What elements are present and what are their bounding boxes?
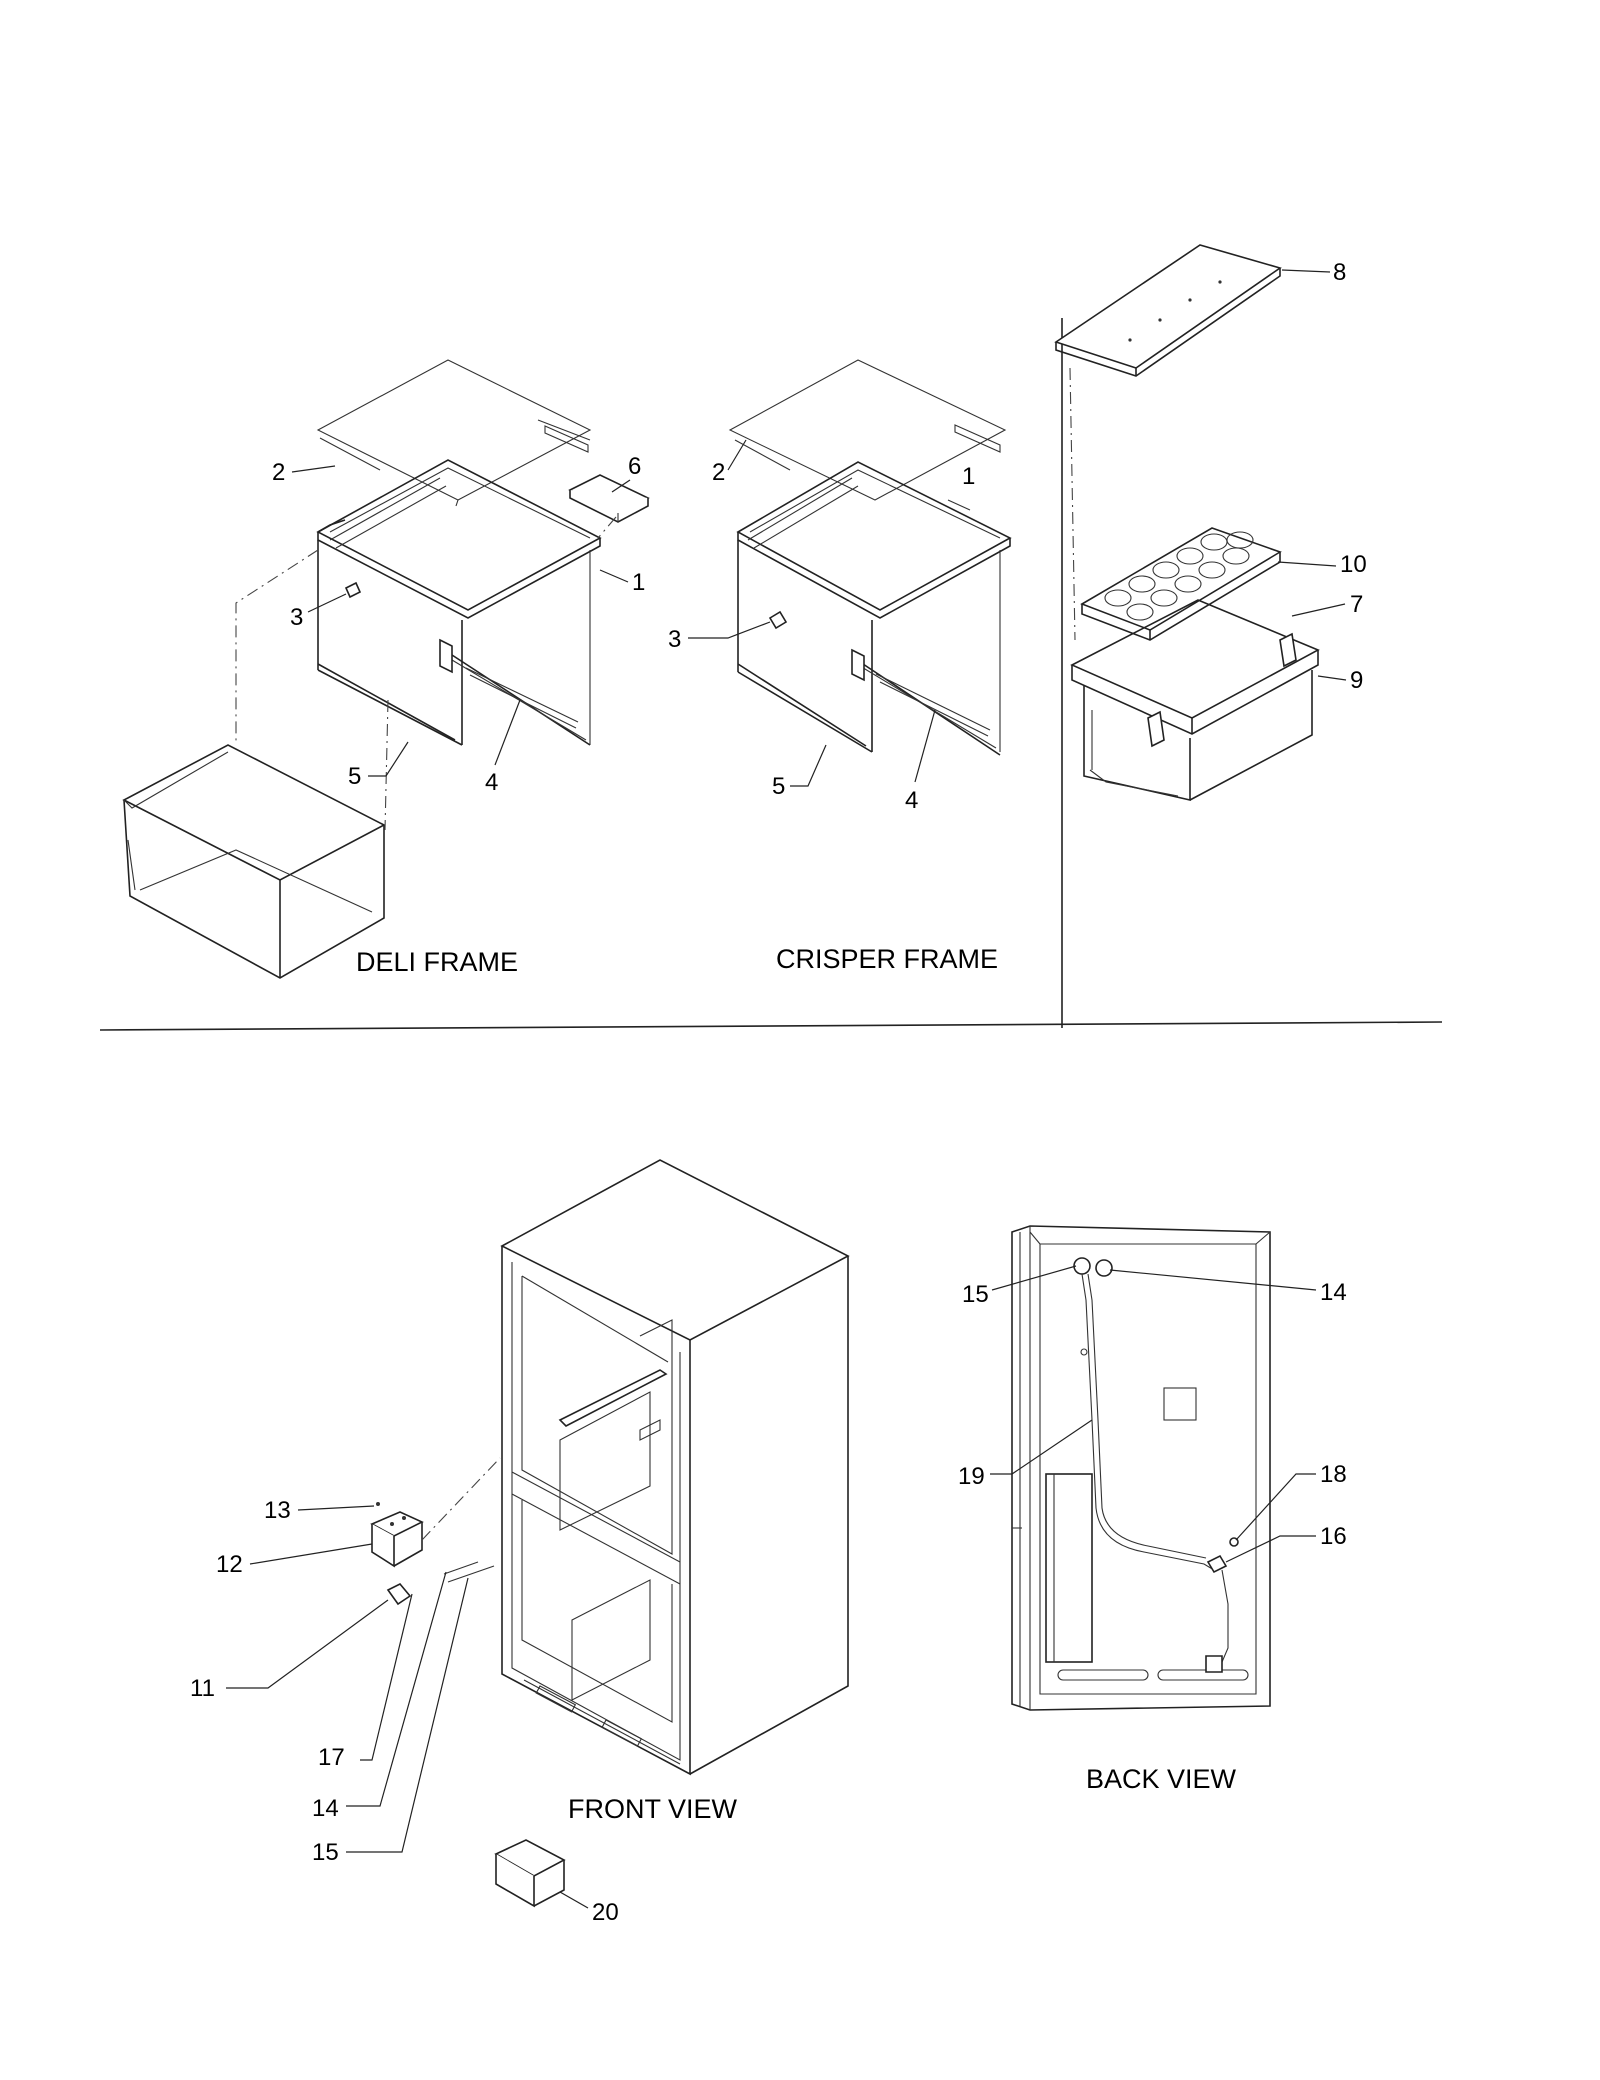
crisper-cover-glass <box>728 359 1007 501</box>
sensor-lead <box>447 1565 495 1583</box>
refrigerator-cabinet-back <box>1011 1225 1271 1711</box>
callout-4: 4 <box>485 769 498 796</box>
caption-front-view: FRONT VIEW <box>568 1794 738 1824</box>
refrigerator-cabinet-front <box>500 1159 850 1776</box>
callout-2: 2 <box>712 459 725 486</box>
callout-18: 18 <box>1320 1461 1347 1488</box>
shelf-part-8 <box>1054 244 1282 377</box>
callout-13: 13 <box>264 1497 291 1524</box>
callout-10: 10 <box>1340 551 1367 578</box>
egg-tray-part-10 <box>1080 527 1282 641</box>
caption-crisper-frame: CRISPER FRAME <box>776 944 998 974</box>
callout-15: 15 <box>962 1281 989 1308</box>
callout-20: 20 <box>592 1899 619 1926</box>
callout-8: 8 <box>1333 259 1346 286</box>
section-separators <box>99 318 1443 1031</box>
callout-1: 1 <box>962 463 975 490</box>
callout-9: 9 <box>1350 667 1363 694</box>
deli-frame-top <box>316 459 602 619</box>
deli-frame-assembly: 2 6 1 3 5 4 DELI FRAME <box>122 359 650 979</box>
callout-17: 17 <box>318 1744 345 1771</box>
callout-5: 5 <box>348 763 361 790</box>
caption-back-view: BACK VIEW <box>1086 1764 1237 1794</box>
callout-11: 11 <box>190 1675 215 1702</box>
callout-3: 3 <box>290 604 303 631</box>
deli-cover-glass <box>316 359 592 507</box>
egg-callouts: 8 10 7 9 <box>1277 259 1367 694</box>
callout-12: 12 <box>216 1551 243 1578</box>
callout-15: 15 <box>312 1839 339 1866</box>
crisper-callouts: 2 1 3 5 4 <box>668 439 975 814</box>
crisper-frame-top <box>736 461 1012 619</box>
egg-bin-assembly: 8 10 7 9 <box>1054 244 1367 802</box>
caption-deli-frame: DELI FRAME <box>356 947 518 977</box>
callout-14: 14 <box>312 1795 339 1822</box>
back-view-assembly: 15 14 19 18 16 BACK VIEW <box>958 1225 1347 1794</box>
front-phantom-line <box>421 1457 501 1541</box>
callout-16: 16 <box>1320 1523 1347 1550</box>
deli-callouts: 2 6 1 3 5 4 <box>272 453 645 796</box>
callout-19: 19 <box>958 1463 985 1490</box>
egg-phantom-line <box>1069 367 1076 641</box>
package-part-20 <box>494 1839 566 1908</box>
back-callouts: 15 14 19 18 16 <box>958 1265 1347 1563</box>
thermostat-bracket-part-12 <box>370 1502 424 1606</box>
deli-phantom-line <box>235 549 319 745</box>
deli-phantom-line <box>597 516 617 539</box>
egg-bin-part-9 <box>1070 599 1320 802</box>
deli-trim-part-6 <box>568 474 650 523</box>
front-view-assembly: 13 12 11 17 14 15 FRONT VIEW 20 <box>190 1159 850 1926</box>
callout-3: 3 <box>668 626 681 653</box>
crisper-frame-assembly: 2 1 3 5 4 CRISPER FRAME <box>668 359 1012 974</box>
deli-phantom-line <box>384 699 389 831</box>
deli-frame-sides <box>317 540 591 746</box>
callout-2: 2 <box>272 459 285 486</box>
crisper-frame-sides <box>737 540 1001 756</box>
callout-1: 1 <box>632 569 645 596</box>
front-callouts: 13 12 11 17 14 15 <box>190 1497 469 1866</box>
deli-drawer <box>122 744 386 979</box>
callout-7: 7 <box>1350 591 1363 618</box>
callout-14: 14 <box>1320 1279 1347 1306</box>
callout-4: 4 <box>905 787 918 814</box>
sensor-lead <box>443 1561 479 1575</box>
callout-6: 6 <box>628 453 641 480</box>
callout-5: 5 <box>772 773 785 800</box>
